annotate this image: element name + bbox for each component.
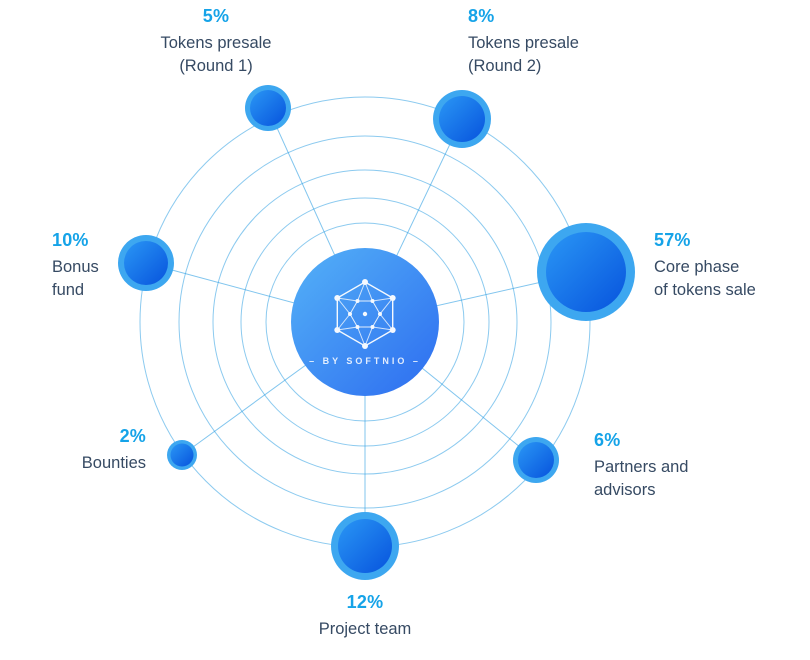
node-name-line: of tokens sale: [654, 281, 756, 299]
node-name-line: (Round 1): [179, 57, 253, 75]
node-label-bounties: 2% Bounties: [36, 426, 146, 475]
node-name-line: Partners and: [594, 458, 689, 476]
node-name-line: Bounties: [81, 454, 146, 472]
node-label-presale-round2: 8% Tokens presale (Round 2): [468, 6, 644, 78]
node-percent: 57%: [654, 230, 691, 250]
hex-network-logo-icon: [334, 279, 396, 349]
node-circle-project-team: [331, 512, 399, 580]
node-circle-core-phase: [537, 223, 635, 321]
node-percent: 8%: [468, 6, 495, 26]
node-bubbles: [118, 85, 635, 580]
node-label-project-team: 12% Project team: [285, 592, 445, 641]
node-percent: 10%: [52, 230, 89, 250]
node-name-line: fund: [52, 281, 85, 299]
node-percent: 5%: [202, 6, 230, 26]
node-name-line: Tokens presale: [468, 34, 579, 52]
node-percent: 2%: [119, 426, 146, 446]
node-name-line: (Round 2): [468, 57, 542, 75]
node-name-line: Project team: [318, 620, 412, 638]
node-name-line: Tokens presale: [160, 34, 272, 52]
node-label-partners-advisors: 6% Partners and advisors: [594, 430, 754, 502]
node-percent: 6%: [594, 430, 621, 450]
node-circle-bonus-fund: [118, 235, 174, 291]
node-name-line: Bonus: [52, 258, 99, 276]
node-circle-bounties: [167, 440, 197, 470]
node-name-line: advisors: [594, 481, 656, 499]
node-circle-partners-advisors: [513, 437, 559, 483]
node-circle-presale-round2: [433, 90, 491, 148]
node-label-bonus-fund: 10% Bonus fund: [52, 230, 152, 302]
node-label-core-phase: 57% Core phase of tokens sale: [654, 230, 810, 302]
node-label-presale-round1: 5% Tokens presale (Round 1): [138, 6, 294, 78]
node-circle-presale-round1: [245, 85, 291, 131]
node-percent: 12%: [346, 592, 384, 612]
center-hub: [291, 248, 439, 396]
node-name-line: Core phase: [654, 258, 740, 276]
brand-caption: – BY SOFTNIO –: [309, 356, 421, 366]
